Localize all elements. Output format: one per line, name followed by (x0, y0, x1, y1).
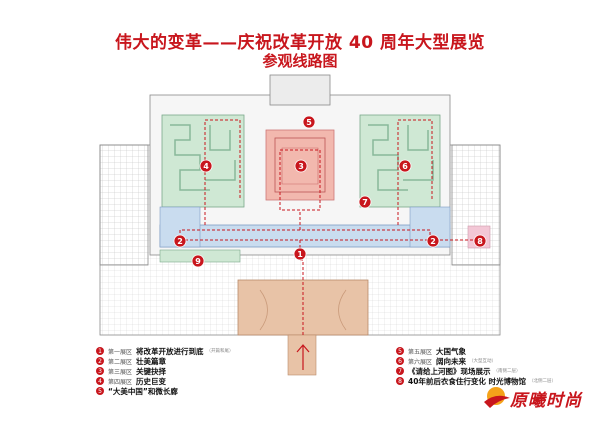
zone-marker-4: 4 (199, 159, 213, 173)
legend-name: 40年前后衣食住行变化 时光博物馆 (408, 376, 527, 386)
legend-number: 4 (96, 377, 104, 385)
legend-zone: 第五展区 (408, 348, 433, 356)
zone-marker-9: 9 (191, 254, 205, 268)
legend-item: 7 《请给上河图》现场展示（南侧二层） (396, 366, 556, 376)
brand-logo: 原曦时尚 (482, 380, 594, 416)
zone-marker-label: 7 (362, 198, 368, 207)
zone-6-hall (359, 114, 441, 208)
legend-number: 5 (396, 347, 404, 355)
legend-item: 8 40年前后衣食住行变化 时光博物馆（北侧二层） (396, 376, 556, 386)
zone-marker-label: 8 (477, 237, 483, 246)
zone-marker-label: 3 (298, 162, 304, 171)
zone-marker-2: 2 (426, 234, 440, 248)
legend-item: 5 第五展区大国气象 (396, 346, 556, 356)
legend-name: 关键抉择 (136, 366, 167, 376)
zone-marker-label: 5 (306, 118, 312, 127)
legend-right: 5 第五展区大国气象 6 第六展区阔向未来（大型互动） 7 《请给上河图》现场展示（南侧二… (396, 346, 556, 386)
zone-marker-7: 7 (358, 195, 372, 209)
legend-note: （大型互动） (469, 359, 497, 364)
legend-item: 2 第二展区壮美篇章 (96, 356, 234, 366)
brand-text: 原曦时尚 (510, 391, 582, 411)
legend-note: （开篇和尾） (206, 349, 234, 354)
page-subtitle: 参观线路图 (262, 52, 338, 70)
zone-marker-label: 2 (177, 237, 183, 246)
zone-marker-label: 2 (430, 237, 436, 246)
zone-marker-label: 1 (297, 250, 303, 259)
legend-zone: 第六展区 (408, 358, 433, 366)
legend-number: 7 (396, 367, 404, 375)
legend-name: 将改革开放进行到底 (136, 346, 204, 356)
legend-item: 6 第六展区阔向未来（大型互动） (396, 356, 556, 366)
zone-marker-8: 8 (473, 234, 487, 248)
legend-name: 大国气象 (436, 346, 467, 356)
legend-item: 4 第四展区历史巨变 (96, 376, 234, 386)
legend-name: 《请给上河图》现场展示 (408, 366, 491, 376)
legend-number: 6 (396, 357, 404, 365)
legend-number: 1 (96, 347, 104, 355)
zone-marker-label: 4 (203, 162, 209, 171)
legend-zone: 第四展区 (108, 378, 133, 386)
legend-number: 8 (396, 377, 404, 385)
legend-item: 5 “大美中国”和微长廊 (96, 386, 234, 396)
legend-item: 3 第三展区关键抉择 (96, 366, 234, 376)
legend-number: 2 (96, 357, 104, 365)
zone-marker-5: 5 (302, 115, 316, 129)
legend-note: （南侧二层） (493, 369, 521, 374)
legend-name: 壮美篇章 (136, 356, 167, 366)
legend-number: 3 (96, 367, 104, 375)
legend-note: （北侧二层） (529, 379, 557, 384)
zone-marker-label: 9 (195, 257, 201, 266)
sun-swoosh-icon (484, 387, 510, 408)
zone-marker-2: 2 (173, 234, 187, 248)
legend-zone: 第二展区 (108, 358, 133, 366)
legend-number: 5 (96, 387, 104, 395)
legend-zone: 第一展区 (108, 348, 133, 356)
legend-name: 历史巨变 (136, 376, 167, 386)
zone-marker-6: 6 (398, 159, 412, 173)
zone-marker-3: 3 (294, 159, 308, 173)
legend-name: “大美中国”和微长廊 (108, 386, 178, 396)
zone-marker-label: 6 (402, 162, 408, 171)
zone-marker-1: 1 (293, 247, 307, 261)
legend-item: 1 第一展区将改革开放进行到底（开篇和尾） (96, 346, 234, 356)
page-title: 伟大的变革——庆祝改革开放 40 周年大型展览 (115, 33, 485, 53)
legend-name: 阔向未来 (436, 356, 467, 366)
legend-zone: 第三展区 (108, 368, 133, 376)
